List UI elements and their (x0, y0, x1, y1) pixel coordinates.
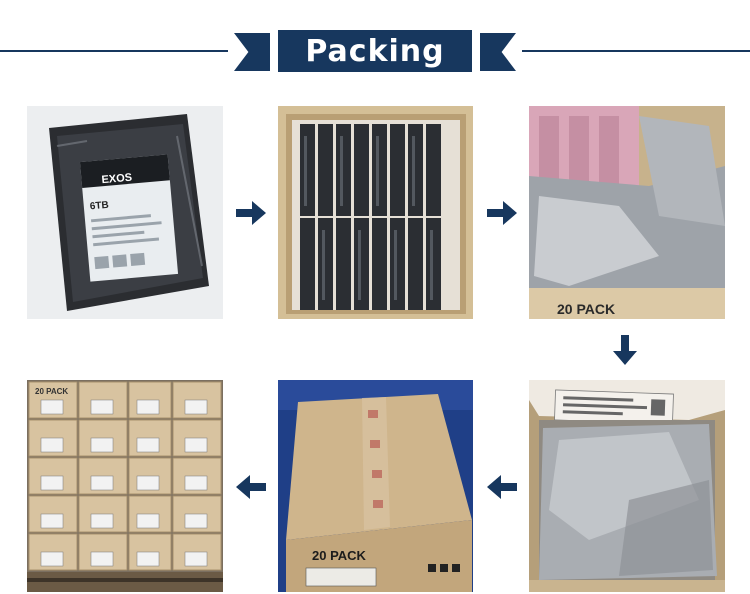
arrow-down-icon (613, 335, 637, 365)
header-rule-right (522, 50, 750, 52)
hdd-brand-label: EXOS (101, 172, 133, 187)
hdd-capacity-label: 6TB (89, 200, 109, 213)
photo-open-carton-with-bag (529, 380, 725, 592)
box-text: 20 PACK (35, 387, 68, 396)
page-title: Packing (275, 27, 475, 75)
ribbon-tail-left (234, 33, 270, 71)
box-text: 20 PACK (557, 301, 615, 317)
box-text: 20 PACK (312, 548, 367, 563)
ribbon-tail-right (480, 33, 516, 71)
header-rule-left (0, 50, 228, 52)
arrow-left-icon (487, 475, 517, 499)
photo-bagged-tray-in-box: 20 PACK (529, 106, 725, 319)
photo-drives-in-foam-tray (278, 106, 473, 319)
photo-palletized-boxes: 20 PACK (27, 380, 223, 592)
photo-hdd-in-antistatic-bag: EXOS 6TB (27, 106, 223, 319)
photo-taped-carton: 20 PACK (278, 380, 473, 592)
arrow-right-icon (487, 201, 517, 225)
arrow-left-icon (236, 475, 266, 499)
arrow-right-icon (236, 201, 266, 225)
